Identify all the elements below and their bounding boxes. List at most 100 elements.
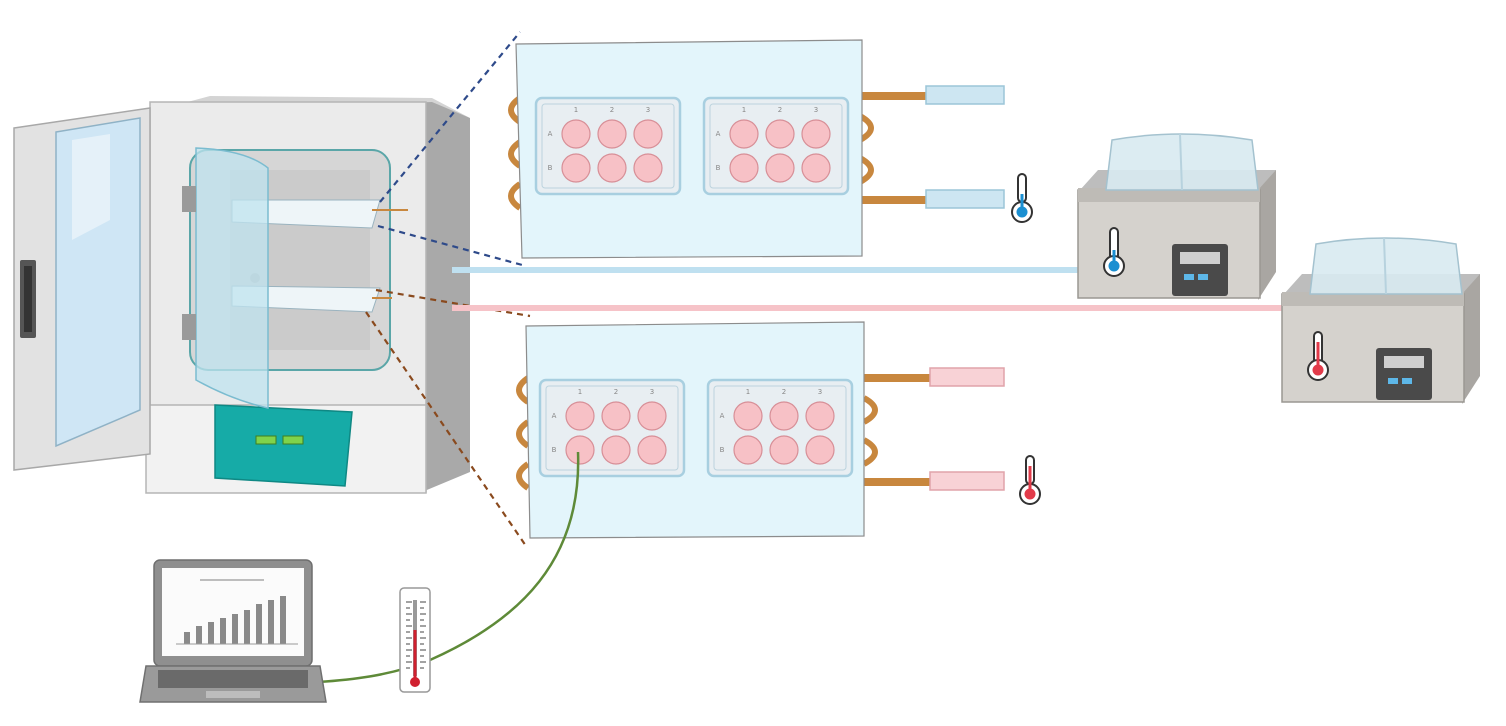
- well: [729, 153, 759, 183]
- control-led-1: [255, 435, 277, 445]
- column-label: 3: [646, 106, 650, 114]
- well: [597, 119, 627, 149]
- hot-copper-coil-left: [516, 375, 530, 491]
- incubator: [13, 96, 470, 494]
- well: [565, 401, 595, 431]
- laptop-chart-bar: [220, 618, 226, 644]
- well: [729, 119, 759, 149]
- hot-bath-controller: [1376, 348, 1432, 400]
- lower-zoom-leader-top: [375, 288, 531, 318]
- cold-bath-rim: [1078, 188, 1260, 202]
- laptop-keyboard: [158, 670, 308, 688]
- column-label: 3: [818, 388, 822, 396]
- well: [633, 119, 663, 149]
- hot-bath-button-1: [1388, 378, 1398, 384]
- cold-plate-left-inner: [541, 103, 675, 189]
- column-label: 1: [742, 106, 746, 114]
- inner-door-hinge-bottom: [182, 314, 196, 340]
- cold-bath-display: [1180, 252, 1220, 264]
- row-label: A: [720, 412, 725, 420]
- outer-door-glass: [55, 117, 141, 448]
- hot-bath-lid-ridge: [1383, 237, 1387, 295]
- laptop-chart-bar: [244, 610, 250, 644]
- laptop-chart-bar: [232, 614, 238, 644]
- laptop-chart-bar: [208, 622, 214, 644]
- laptop-bar-chart: [184, 596, 286, 644]
- hot-inlet-tube: [929, 367, 1005, 387]
- thermometer-hot-icon: [1019, 455, 1041, 505]
- well: [733, 401, 763, 431]
- column-label: 2: [778, 106, 782, 114]
- probe-thermometer-icon: [399, 587, 431, 693]
- laptop-chart-bar: [280, 596, 286, 644]
- cold-plate-right-inner: [709, 103, 843, 189]
- hot-bath-button-2: [1402, 378, 1412, 384]
- probe-thermometer-ticks: [406, 601, 426, 669]
- hot-outlet-tube: [929, 471, 1005, 491]
- probe-thermometer-bulb: [410, 677, 420, 687]
- hot-bath-side: [1462, 274, 1480, 404]
- well: [561, 153, 591, 183]
- well: [733, 435, 763, 465]
- well: [769, 401, 799, 431]
- hot-panel: [525, 321, 865, 539]
- column-label: 2: [610, 106, 614, 114]
- laptop-chart-bar: [256, 604, 262, 644]
- column-label: 1: [574, 106, 578, 114]
- well: [637, 435, 667, 465]
- laptop-icon: [139, 559, 327, 703]
- cold-copper-coil-right: [858, 113, 874, 185]
- cold-bath-side: [1258, 170, 1276, 300]
- column-label: 2: [614, 388, 618, 396]
- probe-wire: [317, 451, 580, 684]
- thermometer-hot-bath-icon: [1307, 331, 1329, 381]
- cold-bath-body: [1077, 189, 1261, 299]
- cold-inlet-tube: [925, 85, 1005, 105]
- thermometer-cold-bath-icon: [1103, 227, 1125, 277]
- cold-bath-lid-ridge: [1179, 133, 1183, 191]
- laptop-chart-bar: [268, 600, 274, 644]
- laptop-chart-bar: [184, 632, 190, 644]
- row-label: B: [720, 446, 725, 454]
- hot-bath-rim: [1282, 292, 1464, 306]
- well: [561, 119, 591, 149]
- cold-water-bath: [1077, 133, 1276, 300]
- row-label: B: [548, 164, 553, 172]
- well: [565, 435, 595, 465]
- cold-bath-button-2: [1198, 274, 1208, 280]
- lower-zoom-leader-bottom: [365, 311, 527, 547]
- hot-water-bath: [1281, 237, 1480, 404]
- hot-bath-display: [1384, 356, 1424, 368]
- column-label: 2: [782, 388, 786, 396]
- laptop-chart-bar: [196, 626, 202, 644]
- outer-door-glass-highlight: [72, 134, 110, 240]
- well: [601, 435, 631, 465]
- well: [601, 401, 631, 431]
- row-label: B: [716, 164, 721, 172]
- incubator-side-panel: [422, 100, 470, 492]
- upper-zoom-leader-bottom: [377, 224, 527, 268]
- well: [637, 401, 667, 431]
- cold-plate-left: 1 2 3A B: [534, 96, 682, 196]
- well: [805, 435, 835, 465]
- row-label: A: [548, 130, 553, 138]
- hot-plate-right-inner: [713, 385, 847, 471]
- column-label: 3: [650, 388, 654, 396]
- zoom-leaders: [365, 31, 531, 547]
- cold-bath-controller: [1172, 244, 1228, 296]
- row-label: A: [552, 412, 557, 420]
- cold-outlet-tube: [925, 189, 1005, 209]
- hot-bath-body: [1281, 293, 1465, 403]
- control-led-2: [282, 435, 304, 445]
- hot-copper-coil-right: [862, 395, 878, 467]
- cold-panel: [515, 39, 863, 259]
- inner-glass-door: [195, 147, 269, 409]
- control-panel: [214, 404, 353, 487]
